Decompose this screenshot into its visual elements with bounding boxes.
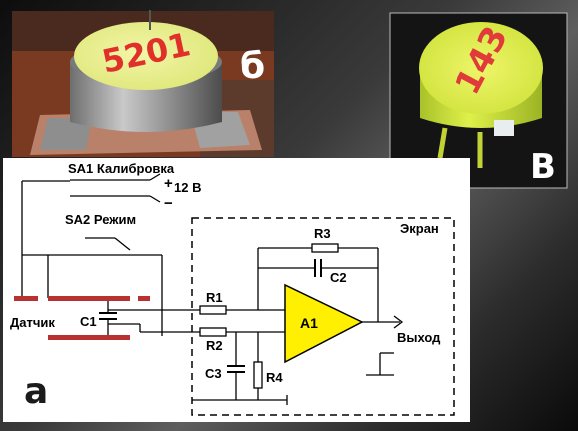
c2-label: C2	[330, 270, 347, 285]
c1-label: C1	[80, 314, 97, 329]
photo-v-letter: В	[530, 147, 556, 187]
voltage-label: 12 В	[174, 180, 201, 195]
output-arrow	[393, 315, 404, 329]
r2-label: R2	[206, 338, 223, 353]
sensor-top-v	[419, 22, 543, 114]
output-label: Выход	[397, 330, 441, 345]
r4-resistor	[253, 361, 263, 389]
photo-v: 143 В	[389, 12, 568, 189]
sensor-plate-top	[48, 296, 130, 301]
sensor-plate-right	[138, 296, 150, 301]
sensor-disk	[74, 22, 218, 90]
r4-label: R4	[266, 370, 283, 385]
panel-letter-a: а	[24, 371, 48, 412]
c3-label: C3	[205, 366, 222, 381]
minus-label: −	[164, 195, 173, 212]
r3-resistor	[311, 243, 339, 253]
sa2-label: SA2 Режим	[65, 212, 136, 227]
sensor-plate-bottom	[48, 335, 130, 340]
r2-resistor	[199, 327, 227, 337]
schematic-panel: SA1 Калибровка + − 12 В SA2 Режим Экран …	[3, 158, 470, 422]
opamp-a1	[284, 283, 364, 364]
r1-resistor	[199, 305, 227, 315]
screen-box	[191, 217, 455, 416]
r1-label: R1	[206, 290, 223, 305]
plus-label: +	[164, 175, 173, 192]
a1-label: A1	[300, 315, 318, 331]
r3-label: R3	[314, 226, 331, 241]
photo-b-letter: б	[240, 46, 265, 87]
sensor-knob	[494, 120, 514, 136]
sensor-plate-small	[14, 296, 38, 301]
sensor-label: Датчик	[10, 315, 55, 330]
screen-label: Экран	[400, 221, 439, 236]
sa1-label: SA1 Калибровка	[68, 161, 175, 176]
photo-b: 5201 б	[12, 10, 274, 157]
